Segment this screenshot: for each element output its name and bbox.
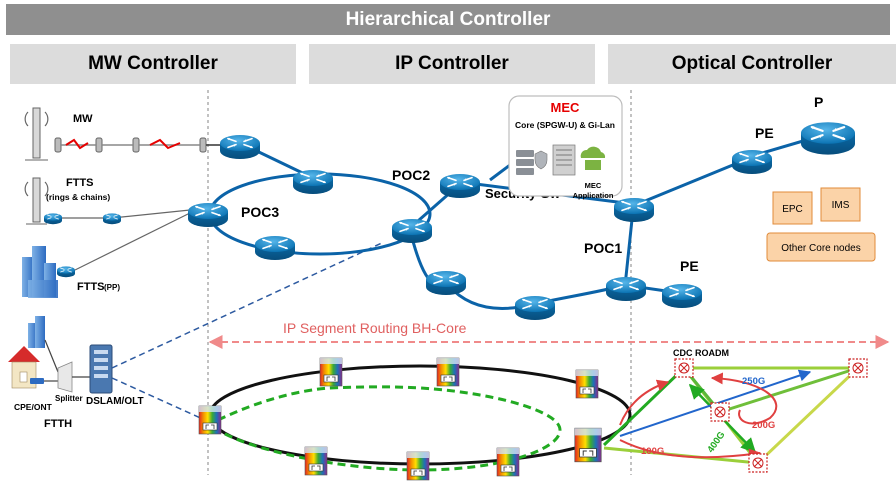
p-label: P (814, 94, 823, 110)
poc1-ring-router (514, 295, 556, 321)
oadm-node-6 (406, 451, 430, 481)
ftts-pp-label: FTTS (77, 281, 105, 293)
oadm-node-1 (198, 405, 222, 435)
shield-icon (534, 150, 548, 170)
ip-controller-label: IP Controller (309, 44, 595, 84)
mw-chain (24, 107, 225, 161)
rack-icon (552, 144, 576, 176)
link-400g-label: 400G (705, 430, 727, 455)
optical-green-ring (217, 385, 562, 472)
oadm-node-4 (575, 369, 599, 399)
link-200g-label: 200G (752, 420, 775, 431)
dslam-olt-label: DSLAM/OLT (86, 396, 144, 407)
pe-upper-label: PE (755, 125, 774, 141)
mec-app-label-2: Application (573, 191, 614, 200)
pe-lower-router (661, 283, 703, 309)
p-router (799, 121, 857, 156)
pe-upper-router (731, 149, 773, 175)
ims-label: IMS (832, 200, 850, 211)
ftts-rings-label: FTTS (66, 177, 94, 189)
roadm-node-3 (710, 402, 730, 422)
poc2-lower-router (425, 270, 467, 296)
splitter-label: Splitter (55, 394, 83, 403)
cpe-ont-icon (30, 378, 44, 384)
ftth-to-optical-dashed-link (111, 377, 206, 421)
ftts-pp-router (56, 266, 76, 278)
ftts-small-router-2 (102, 213, 122, 225)
segment-routing-label: IP Segment Routing BH-Core (283, 320, 467, 336)
epc-box (772, 191, 813, 225)
mw-router (219, 134, 261, 160)
other-core-box (766, 232, 876, 262)
poc2-router (391, 218, 433, 244)
mw-label: MW (73, 113, 93, 125)
splitter-icon (57, 361, 73, 393)
poc3-lower-router (254, 235, 296, 261)
mec-title: MEC (551, 100, 581, 115)
mw-controller-label: MW Controller (10, 44, 296, 84)
oadm-node-7 (496, 447, 520, 477)
cpe-ont-label: CPE/ONT (14, 402, 53, 412)
ftth-label: FTTH (44, 418, 72, 430)
optical-ring (208, 364, 632, 466)
ims-box (820, 187, 861, 222)
mec-subtitle: Core (SPGW-U) & Gi-Lan (515, 120, 615, 130)
ftts-pp-suffix: (PP) (104, 283, 120, 292)
cloud-app-icon (580, 146, 606, 170)
oadm-node-5 (304, 446, 328, 476)
dslam-olt-icon (89, 344, 113, 394)
other-core-label: Other Core nodes (781, 243, 861, 254)
poc2-label: POC2 (392, 167, 430, 183)
pe-lower-label: PE (680, 258, 699, 274)
ftts-rings-sublabel: (rings & chains) (46, 192, 110, 202)
ftts-rings-tower (24, 177, 49, 225)
poc1-upper-router (613, 197, 655, 223)
poc1-router (605, 276, 647, 302)
cdc-roadm-label: CDC ROADM (673, 348, 729, 358)
poc3-router (187, 202, 229, 228)
roadm-node-4 (748, 453, 768, 473)
oadm-node-2 (319, 357, 343, 387)
poc3-upper-router (292, 169, 334, 195)
mec-app-label: MEC (585, 181, 602, 190)
security-gw-router (439, 173, 481, 199)
link-250g-label: 250G (742, 376, 765, 387)
ftth-to-ip-dashed-link (111, 241, 385, 369)
oadm-node-3 (436, 357, 460, 387)
oadm-node-hub (574, 427, 602, 463)
epc-label: EPC (782, 204, 803, 215)
roadm-node-1 (674, 358, 694, 378)
ftth-building-icon (28, 316, 45, 348)
ftts-small-router-1 (43, 213, 63, 225)
optical-controller-label: Optical Controller (608, 44, 896, 84)
server-icon (516, 150, 534, 175)
hierarchical-controller-header: Hierarchical Controller (6, 4, 890, 35)
poc3-label: POC3 (241, 204, 279, 220)
poc1-label: POC1 (584, 240, 622, 256)
link-100g-label: 100G (641, 446, 664, 457)
roadm-node-2 (848, 358, 868, 378)
ftts-pp-buildings (22, 246, 58, 298)
